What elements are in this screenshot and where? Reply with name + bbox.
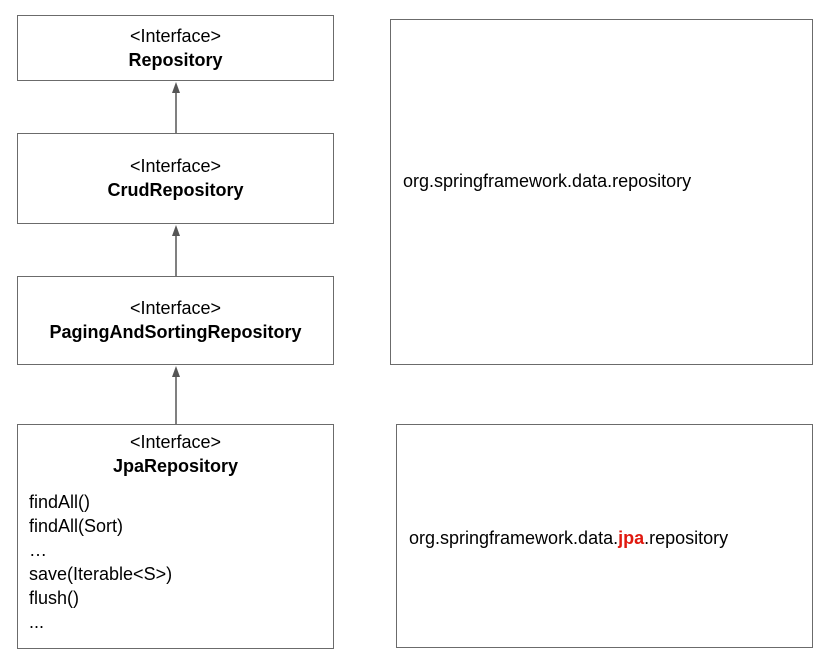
jpa-repository-interface-box: <Interface> JpaRepository findAll() find… [17, 424, 334, 649]
interface-name: PagingAndSortingRepository [49, 322, 302, 342]
paging-and-sorting-repository-interface-box: <Interface> PagingAndSortingRepository [17, 276, 334, 365]
interface-name: Repository [128, 49, 223, 70]
crud-repository-interface-box: <Interface> CrudRepository [17, 133, 334, 224]
method-list: findAll() findAll(Sort) … save(Iterable<… [18, 490, 333, 634]
method-item: findAll(Sort) [29, 516, 124, 536]
stereotype-label: <Interface> [129, 298, 222, 318]
method-item: flush() [29, 588, 80, 608]
package-jpa-repository-box: org.springframework.data.jpa.repository [396, 424, 813, 648]
package-highlight-jpa: jpa [618, 528, 645, 548]
stereotype-label: <Interface> [129, 156, 222, 176]
interface-name: CrudRepository [107, 180, 244, 200]
stereotype-label: <Interface> [129, 432, 222, 452]
arrowhead-crud [172, 225, 180, 236]
method-item: … [29, 540, 47, 560]
method-item: findAll() [29, 492, 91, 512]
package-suffix: .repository [644, 528, 729, 548]
package-data-repository-box: org.springframework.data.repository [390, 19, 813, 365]
interface-name: JpaRepository [112, 456, 239, 476]
arrowhead-paging [172, 366, 180, 377]
package-label: org.springframework.data.repository [403, 171, 692, 191]
package-label: org.springframework.data.jpa.repository [409, 526, 728, 550]
method-item: ... [29, 612, 45, 632]
jpa-repository-header: <Interface> JpaRepository [18, 425, 333, 478]
package-prefix: org.springframework.data. [409, 528, 619, 548]
arrowhead-repository [172, 82, 180, 93]
repository-interface-box: <Interface> Repository [17, 15, 334, 81]
stereotype-label: <Interface> [129, 25, 222, 46]
method-item: save(Iterable<S>) [29, 564, 173, 584]
